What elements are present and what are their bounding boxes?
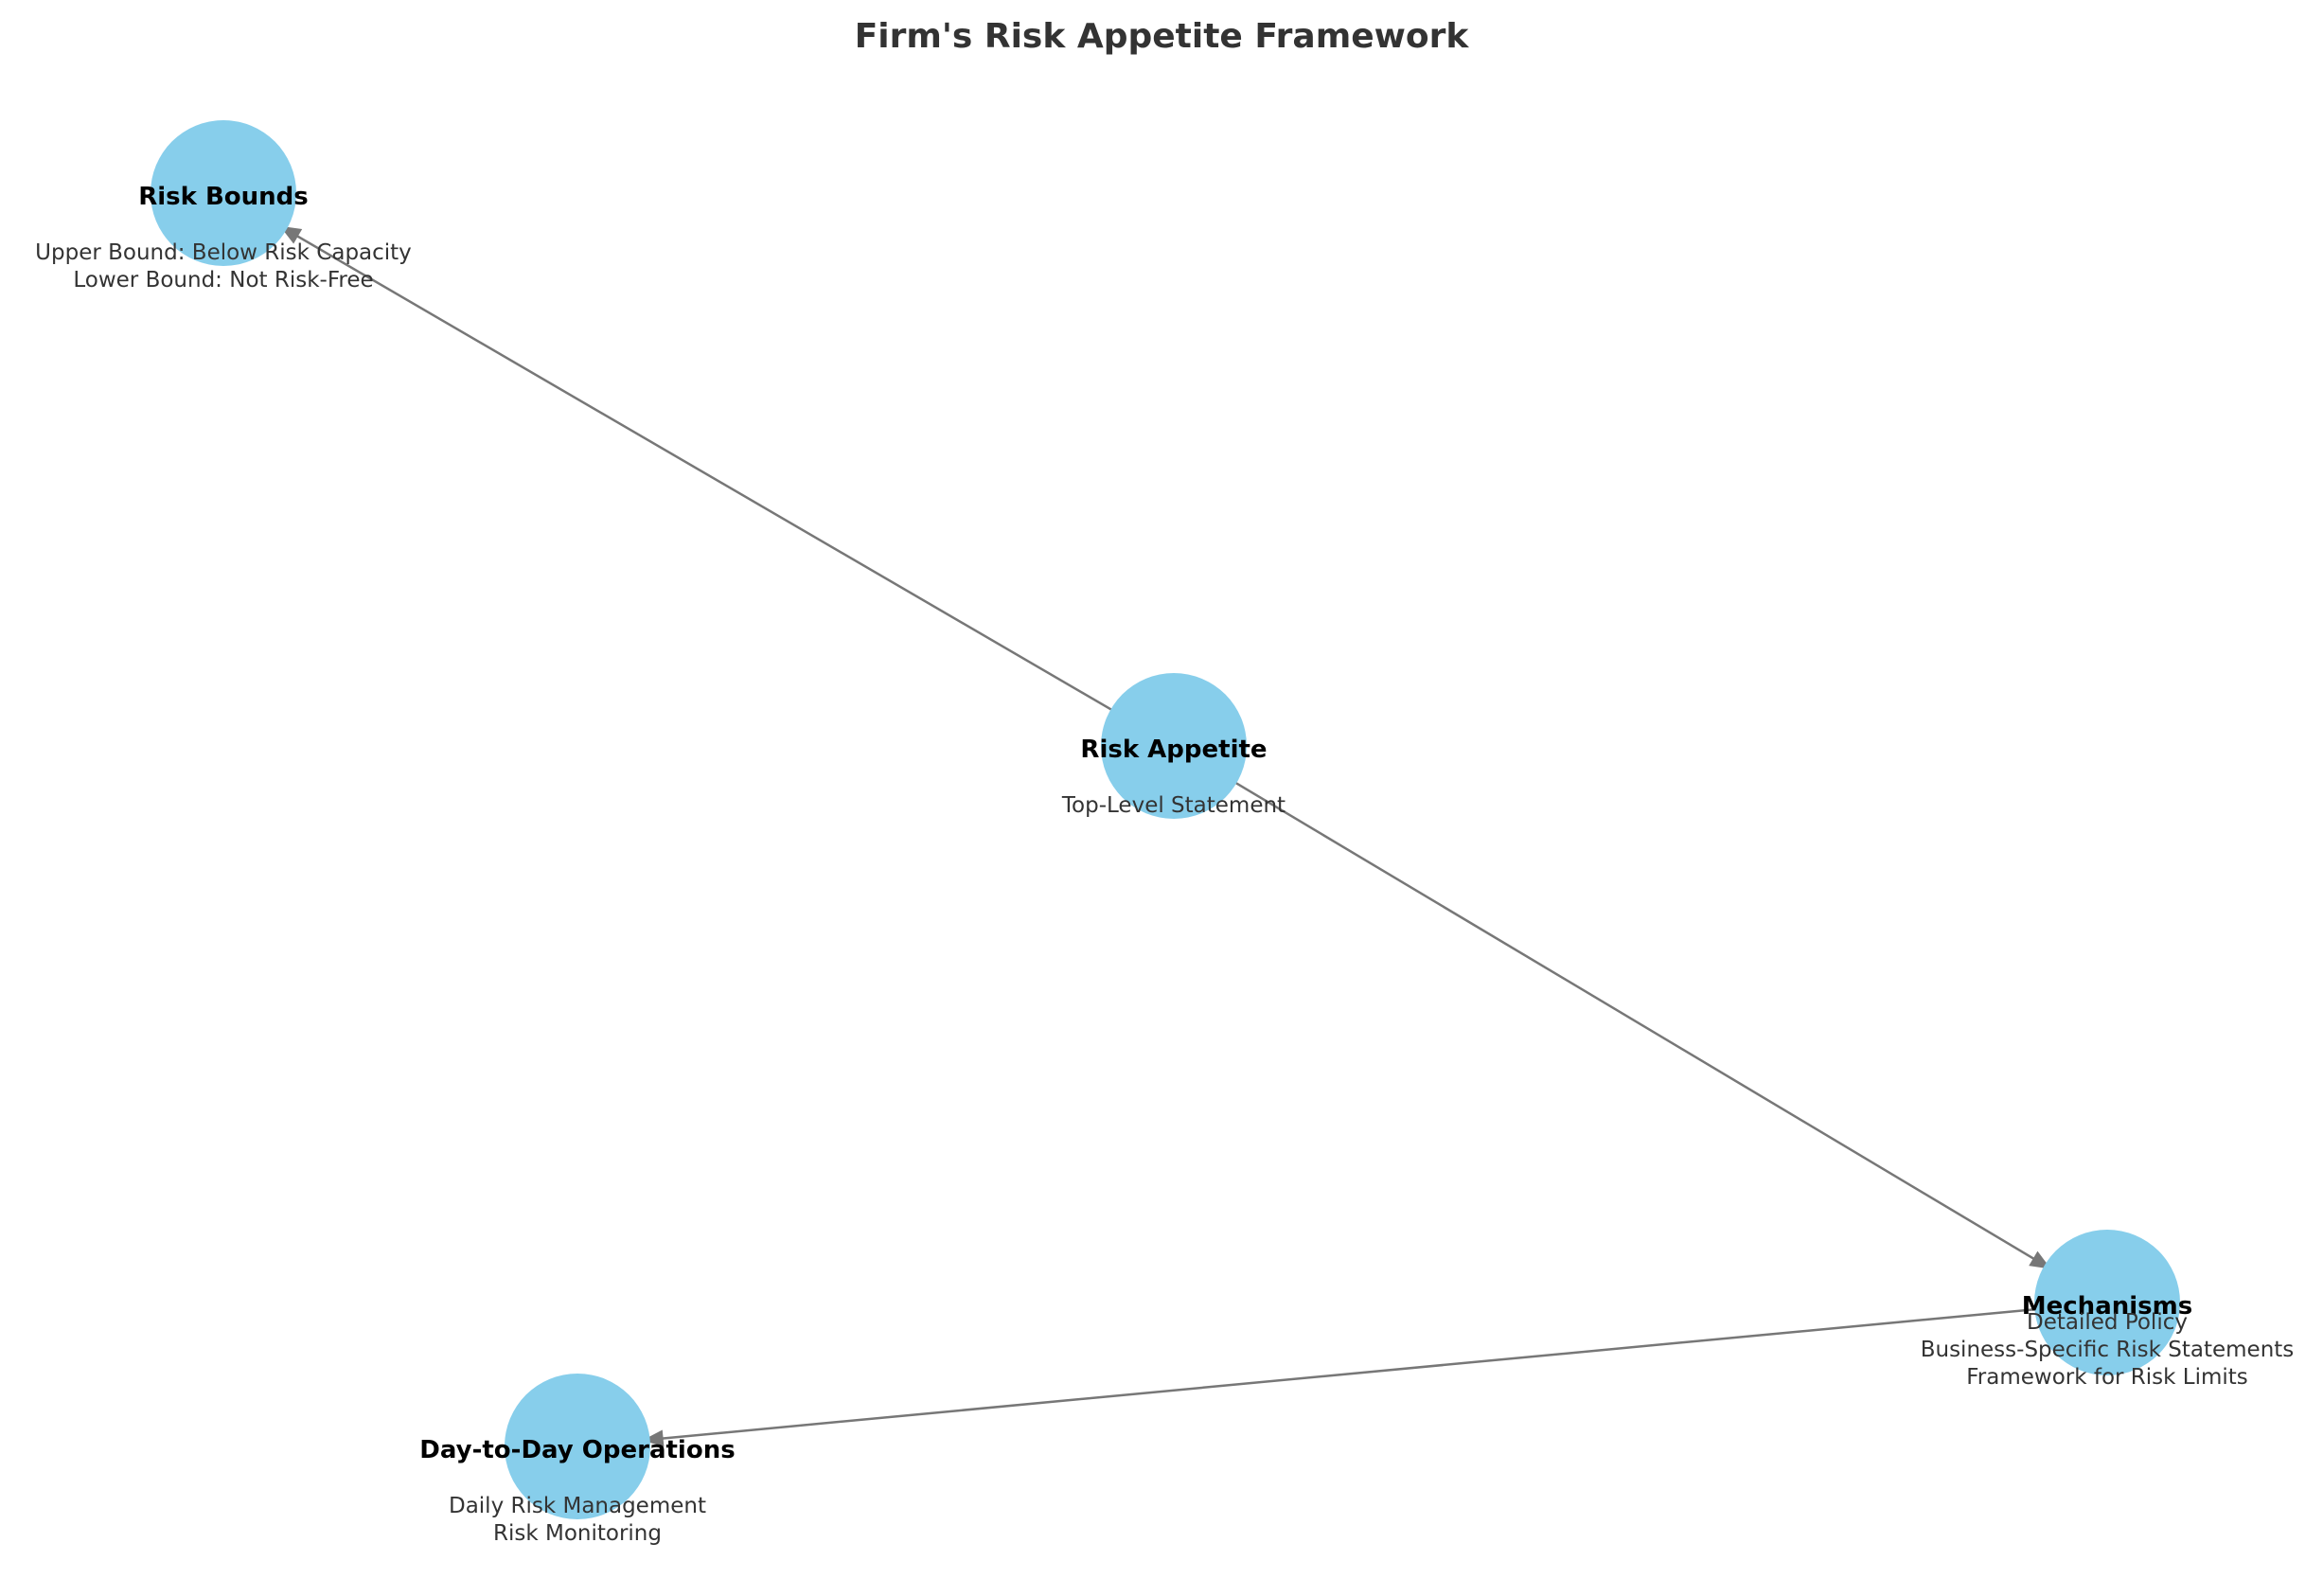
node-label: Risk Bounds bbox=[138, 183, 309, 211]
node-detail-line: Lower Bound: Not Risk-Free bbox=[73, 268, 373, 293]
edge-risk-appetite-to-mechanisms bbox=[1229, 778, 2041, 1264]
node-detail-line: Top-Level Statement bbox=[1061, 793, 1286, 818]
node-circle bbox=[2034, 1230, 2180, 1375]
node-detail-line: Detailed Policy bbox=[2027, 1310, 2188, 1335]
diagram-title: Firm's Risk Appetite Framework bbox=[855, 17, 1470, 56]
node-label: Risk Appetite bbox=[1080, 736, 1267, 764]
node-detail-line: Business-Specific Risk Statements bbox=[1921, 1338, 2295, 1362]
node-detail-line: Risk Monitoring bbox=[493, 1521, 662, 1546]
node-detail-line: Framework for Risk Limits bbox=[1966, 1365, 2248, 1390]
node-detail-line: Upper Bound: Below Risk Capacity bbox=[35, 240, 412, 265]
node-detail-line: Daily Risk Management bbox=[449, 1494, 706, 1518]
edge-mechanisms-to-day-to-day-operations bbox=[655, 1307, 2043, 1441]
node-circle bbox=[505, 1374, 650, 1519]
edges-layer bbox=[279, 225, 2051, 1447]
node-label: Mechanisms bbox=[2022, 1292, 2192, 1321]
node-label: Day-to-Day Operations bbox=[419, 1436, 735, 1464]
node-circle bbox=[1101, 673, 1247, 819]
node-circle bbox=[151, 120, 296, 266]
edge-risk-appetite-to-risk-bounds bbox=[291, 231, 1118, 715]
arrowhead-day-to-day-operations bbox=[642, 1429, 665, 1447]
